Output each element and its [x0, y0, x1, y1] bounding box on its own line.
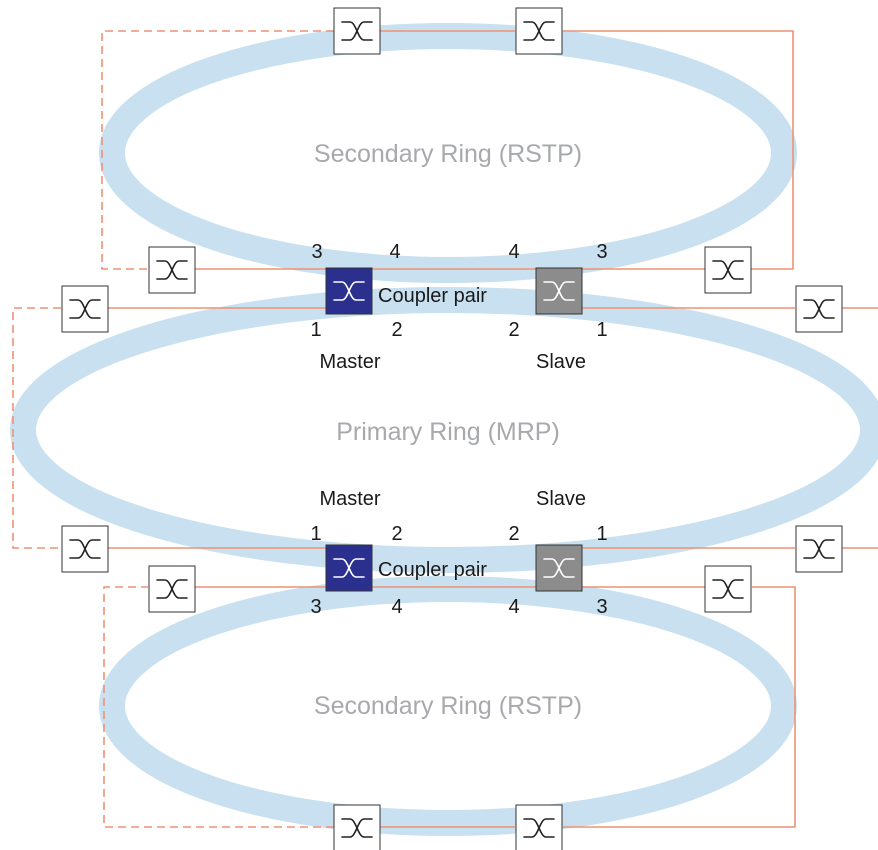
network-switch-icon — [341, 818, 373, 838]
master-bottom-port-secondary-a: 3 — [310, 596, 321, 618]
switch-primary-left-bottom — [61, 525, 109, 573]
secondary-ring-bottom — [99, 576, 797, 836]
network-switch-icon — [543, 558, 575, 578]
master-bottom-port-primary-a: 1 — [310, 523, 321, 545]
switch-secondary-bottom-right — [704, 565, 752, 613]
slave-bottom-port-secondary-b: 3 — [596, 596, 607, 618]
switch-bottom-2 — [515, 804, 563, 850]
secondary-bottom-links — [103, 586, 796, 828]
switch-primary-right-bottom — [795, 525, 843, 573]
master-bottom-label: Master — [319, 488, 380, 510]
switch-primary-left-top — [61, 285, 109, 333]
master-top-port-secondary-a: 3 — [311, 241, 322, 263]
slave-top-port-secondary-b: 3 — [596, 241, 607, 263]
master-top-port-primary-a: 1 — [310, 319, 321, 341]
master-top-port-secondary-b: 4 — [389, 241, 400, 263]
primary-links — [12, 307, 878, 549]
master-bottom-port-secondary-b: 4 — [391, 596, 402, 618]
switch-top-1 — [333, 7, 381, 55]
slave-top-port-primary-b: 1 — [596, 319, 607, 341]
secondary-top-links — [101, 30, 794, 270]
primary-ring — [10, 287, 878, 573]
switch-master-top — [325, 267, 373, 315]
slave-bottom-port-primary-a: 2 — [508, 523, 519, 545]
slave-top-label: Slave — [536, 351, 586, 373]
network-switch-icon — [523, 21, 555, 41]
coupler-pair-top-label: Coupler pair — [378, 285, 487, 307]
slave-top-port-secondary-a: 4 — [508, 241, 519, 263]
switch-slave-top — [535, 267, 583, 315]
network-switch-icon — [803, 539, 835, 559]
switch-master-bottom — [325, 544, 373, 592]
master-bottom-port-primary-b: 2 — [391, 523, 402, 545]
network-switch-icon — [712, 579, 744, 599]
switch-master-bottom-box — [325, 544, 373, 592]
slave-bottom-port-primary-b: 1 — [596, 523, 607, 545]
network-switch-icon — [712, 260, 744, 280]
switch-slave-bottom — [535, 544, 583, 592]
network-switch-icon — [69, 299, 101, 319]
network-switch-icon — [523, 818, 555, 838]
network-switch-icon — [333, 281, 365, 301]
switch-secondary-bottom-left — [148, 565, 196, 613]
master-top-label: Master — [319, 351, 380, 373]
coupler-pair-bottom-label: Coupler pair — [378, 559, 487, 581]
switch-top-1-box — [333, 7, 381, 55]
switch-bottom-1 — [333, 804, 381, 850]
primary-ring-label: Primary Ring (MRP) — [336, 418, 560, 446]
network-switch-icon — [333, 558, 365, 578]
switch-secondary-top-left — [148, 246, 196, 294]
network-switch-icon — [341, 21, 373, 41]
secondary-ring-top — [99, 23, 797, 283]
master-top-port-primary-b: 2 — [391, 319, 402, 341]
switch-top-2 — [515, 7, 563, 55]
network-switch-icon — [156, 260, 188, 280]
network-switch-icon — [69, 539, 101, 559]
secondary-ring-bottom-label: Secondary Ring (RSTP) — [314, 692, 582, 720]
network-switch-icon — [543, 281, 575, 301]
slave-bottom-port-secondary-a: 4 — [508, 596, 519, 618]
switch-secondary-top-right — [704, 246, 752, 294]
slave-top-port-primary-a: 2 — [508, 319, 519, 341]
switch-primary-right-top — [795, 285, 843, 333]
secondary-ring-top-label: Secondary Ring (RSTP) — [314, 140, 582, 168]
network-switch-icon — [803, 299, 835, 319]
slave-bottom-label: Slave — [536, 488, 586, 510]
network-switch-icon — [156, 579, 188, 599]
switches — [61, 7, 843, 850]
